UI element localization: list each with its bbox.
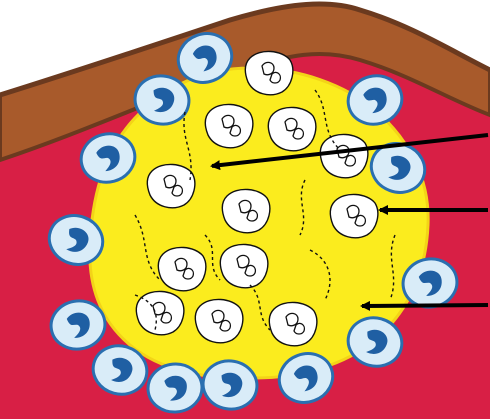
inner-cell: [222, 189, 270, 232]
inner-cell: [195, 299, 243, 342]
inner-cell: [205, 104, 253, 147]
inner-cell: [330, 194, 378, 237]
inner-cell: [245, 51, 293, 94]
inner-cell: [320, 134, 368, 177]
arrow-3: [362, 305, 488, 306]
inner-cell: [268, 107, 316, 150]
inner-cell: [220, 244, 268, 287]
inner-cell: [269, 302, 317, 345]
inner-cell: [158, 247, 206, 290]
inner-cell: [147, 164, 195, 207]
